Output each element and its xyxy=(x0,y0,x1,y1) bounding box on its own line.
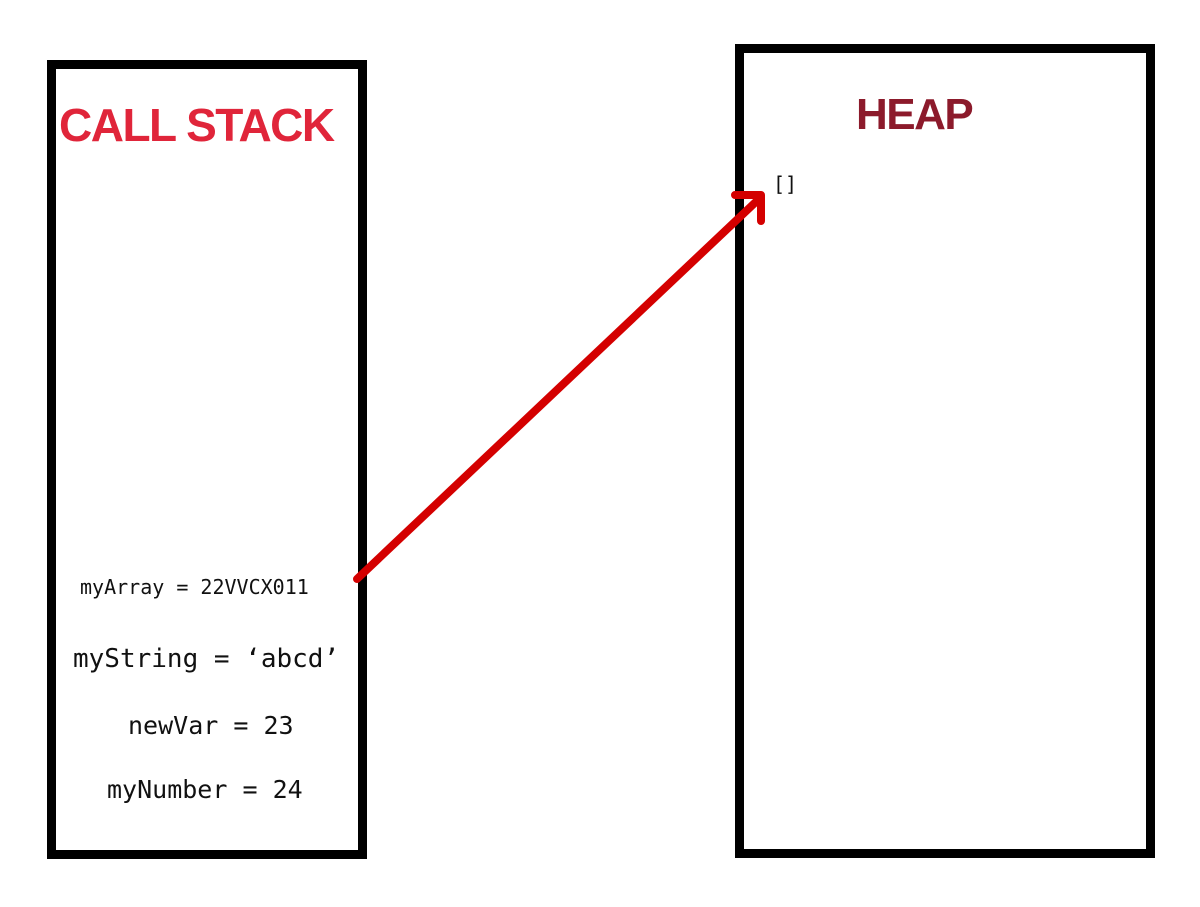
reference-arrow-shaft xyxy=(353,193,765,583)
heap-array-object: [] xyxy=(773,172,798,196)
stack-variable-myarray: myArray = 22VVCX011 xyxy=(80,575,309,599)
stack-variable-mystring: myString = ‘abcd’ xyxy=(73,644,340,674)
call-stack-panel: CALL STACK xyxy=(47,60,367,859)
heap-panel: HEAP xyxy=(735,44,1155,858)
heap-title: HEAP xyxy=(856,90,974,139)
call-stack-title: CALL STACK xyxy=(59,99,335,151)
stack-variable-mynumber: myNumber = 24 xyxy=(107,775,303,804)
stack-variable-newvar: newVar = 23 xyxy=(128,711,294,740)
